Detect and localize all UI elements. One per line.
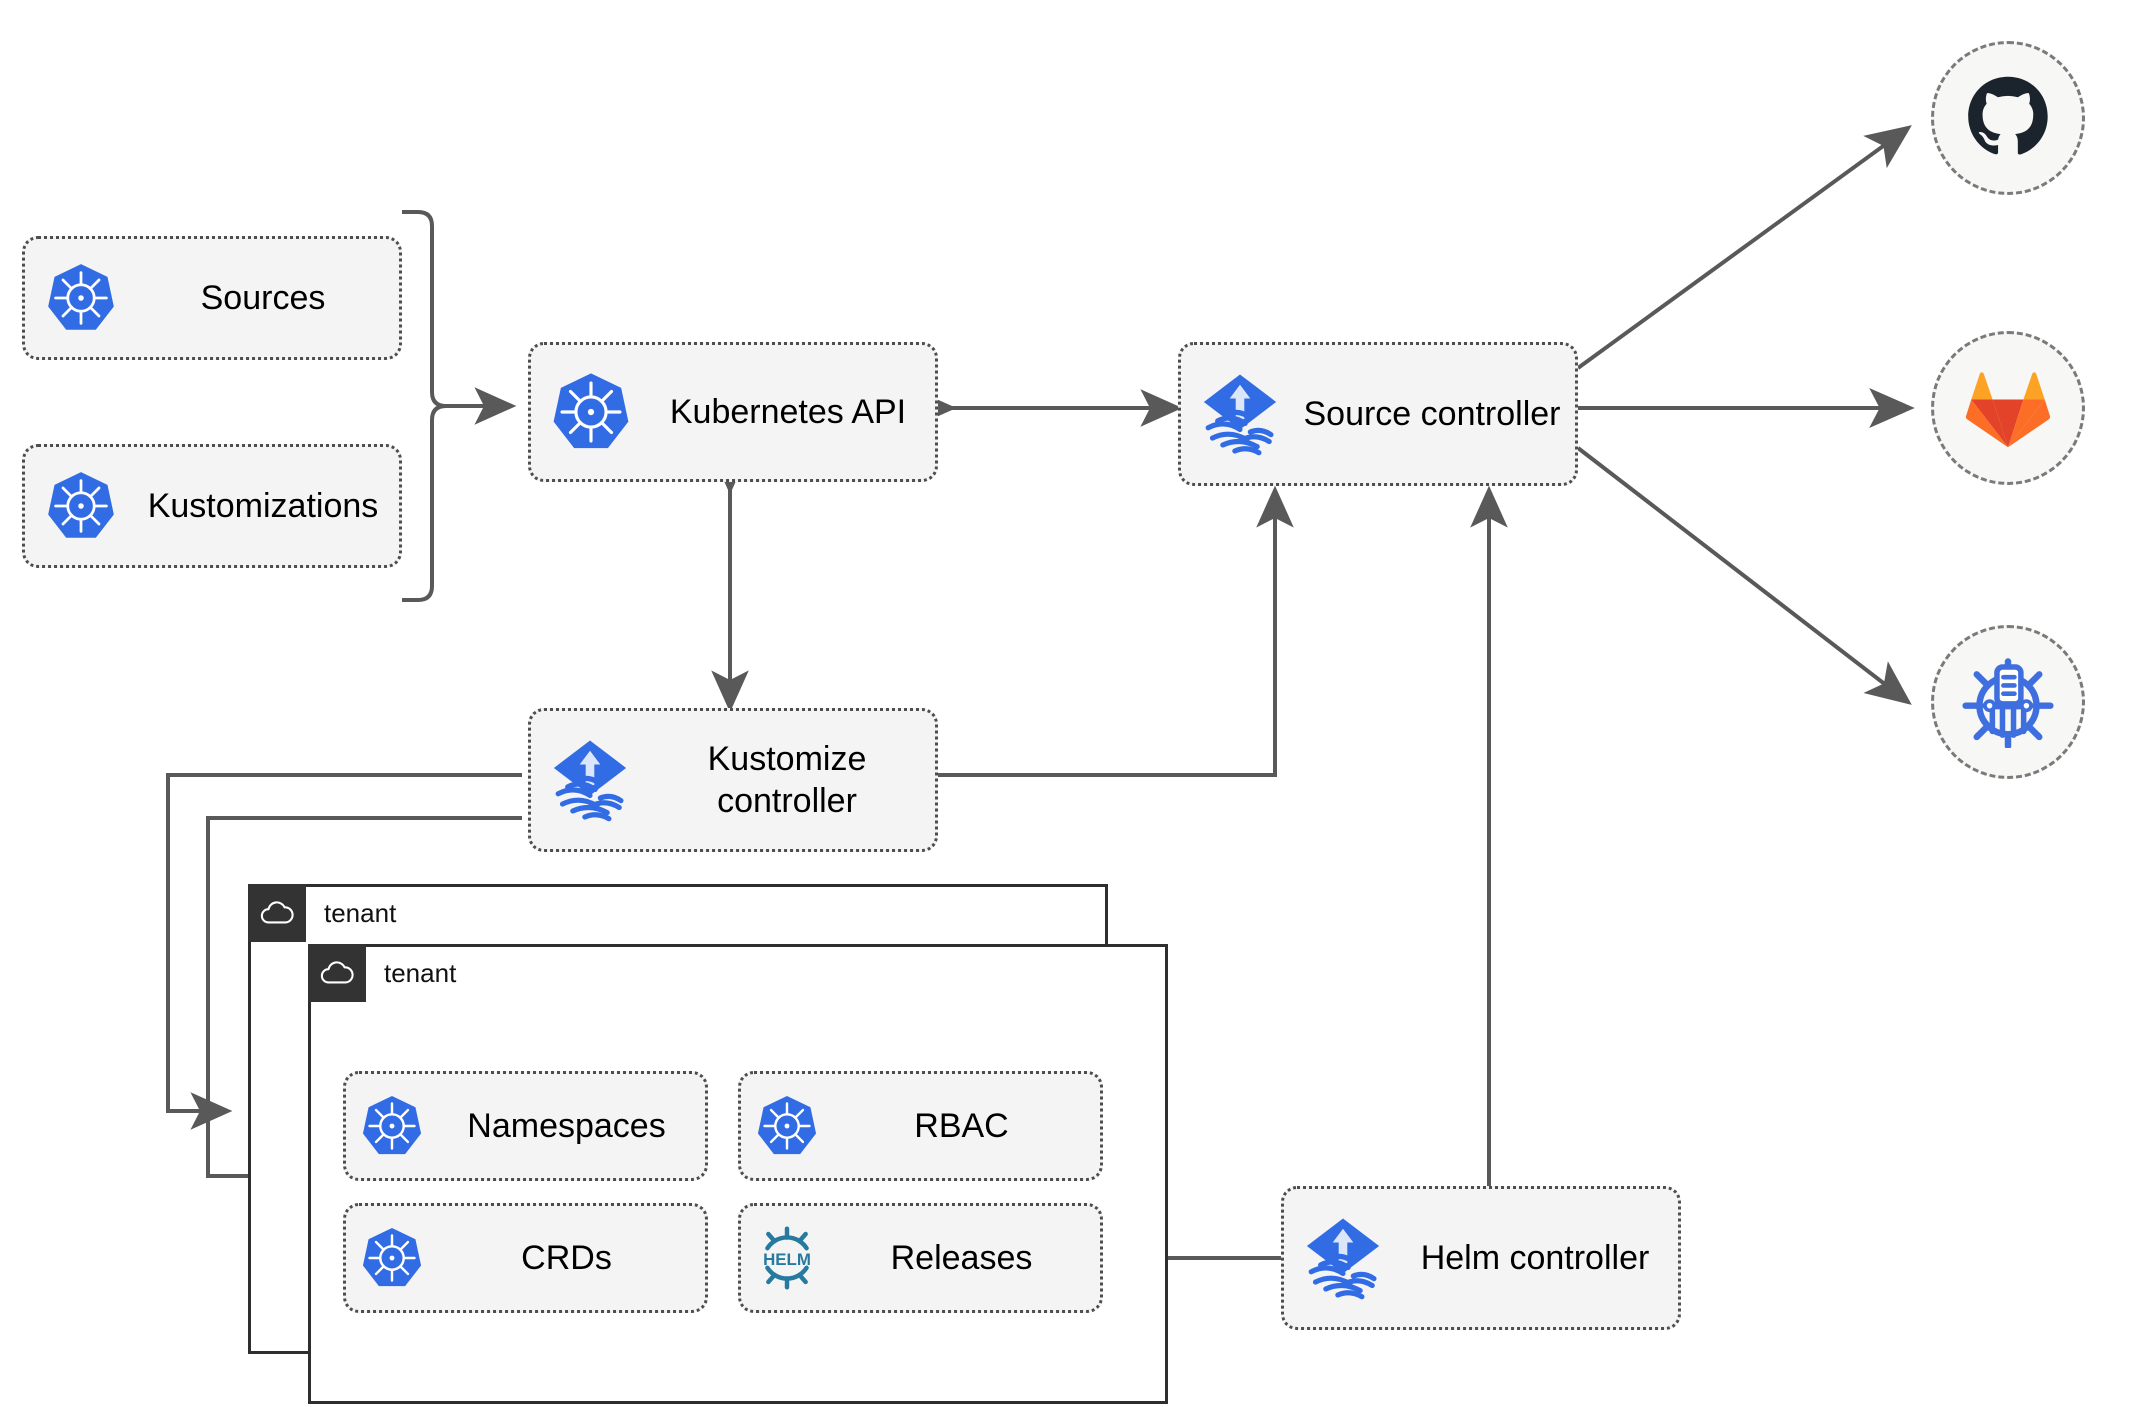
node-label: CRDs <box>521 1238 612 1277</box>
node-helm-controller[interactable]: Helm controller <box>1281 1186 1681 1330</box>
node-rbac[interactable]: RBAC <box>738 1071 1103 1181</box>
provider-bucket[interactable] <box>1931 625 2085 779</box>
node-label: Kubernetes API <box>669 392 907 431</box>
edge-source-to-bucket <box>1576 446 1912 705</box>
svg-text:HELM: HELM <box>763 1250 811 1269</box>
node-kustomizations[interactable]: Kustomizations <box>22 444 402 568</box>
node-crds[interactable]: CRDs <box>343 1203 708 1313</box>
gitlab-icon <box>1965 372 2051 448</box>
node-kustomize-controller[interactable]: Kustomize controller <box>528 708 938 852</box>
tenant-header: tenant <box>248 884 396 942</box>
node-label: Namespaces <box>467 1106 666 1145</box>
kubernetes-icon <box>25 470 137 542</box>
node-kubernetes-api[interactable]: Kubernetes API <box>528 342 938 482</box>
tenant-header: tenant <box>308 944 456 1002</box>
tenant-panel-front[interactable]: tenant <box>308 944 1168 1404</box>
github-icon <box>1968 76 2048 155</box>
flux-icon <box>1284 1213 1402 1303</box>
node-label: RBAC <box>914 1106 1009 1145</box>
provider-github[interactable] <box>1931 41 2085 195</box>
node-namespaces[interactable]: Namespaces <box>343 1071 708 1181</box>
tenant-label: tenant <box>384 957 457 988</box>
node-source-controller[interactable]: Source controller <box>1178 342 1578 486</box>
edge-source-to-github <box>1576 125 1912 370</box>
kubernetes-icon <box>346 1094 438 1158</box>
cloud-icon <box>248 884 306 942</box>
edge-resources-bracket <box>402 210 447 602</box>
node-label: Sources <box>200 278 326 317</box>
edge-kustomize-to-source <box>938 485 1294 777</box>
kubernetes-icon <box>741 1094 833 1158</box>
node-sources[interactable]: Sources <box>22 236 402 360</box>
tenant-resource-grid: Namespaces <box>343 1071 1103 1313</box>
node-label: Source controller <box>1303 394 1561 433</box>
node-releases[interactable]: HELM Releases <box>738 1203 1103 1313</box>
bucket-icon <box>1962 658 2054 748</box>
node-label: Helm controller <box>1420 1238 1650 1277</box>
kubernetes-icon <box>531 371 651 453</box>
flux-icon <box>531 735 649 825</box>
tenant-label: tenant <box>324 897 397 928</box>
kubernetes-icon <box>25 262 137 334</box>
helm-icon: HELM <box>741 1225 833 1291</box>
provider-gitlab[interactable] <box>1931 331 2085 485</box>
kubernetes-icon <box>346 1226 438 1290</box>
cloud-icon <box>308 944 366 1002</box>
flux-icon <box>1181 369 1299 459</box>
node-label: Kustomize controller <box>707 739 867 820</box>
node-label: Releases <box>890 1238 1033 1277</box>
node-label: Kustomizations <box>147 486 379 525</box>
